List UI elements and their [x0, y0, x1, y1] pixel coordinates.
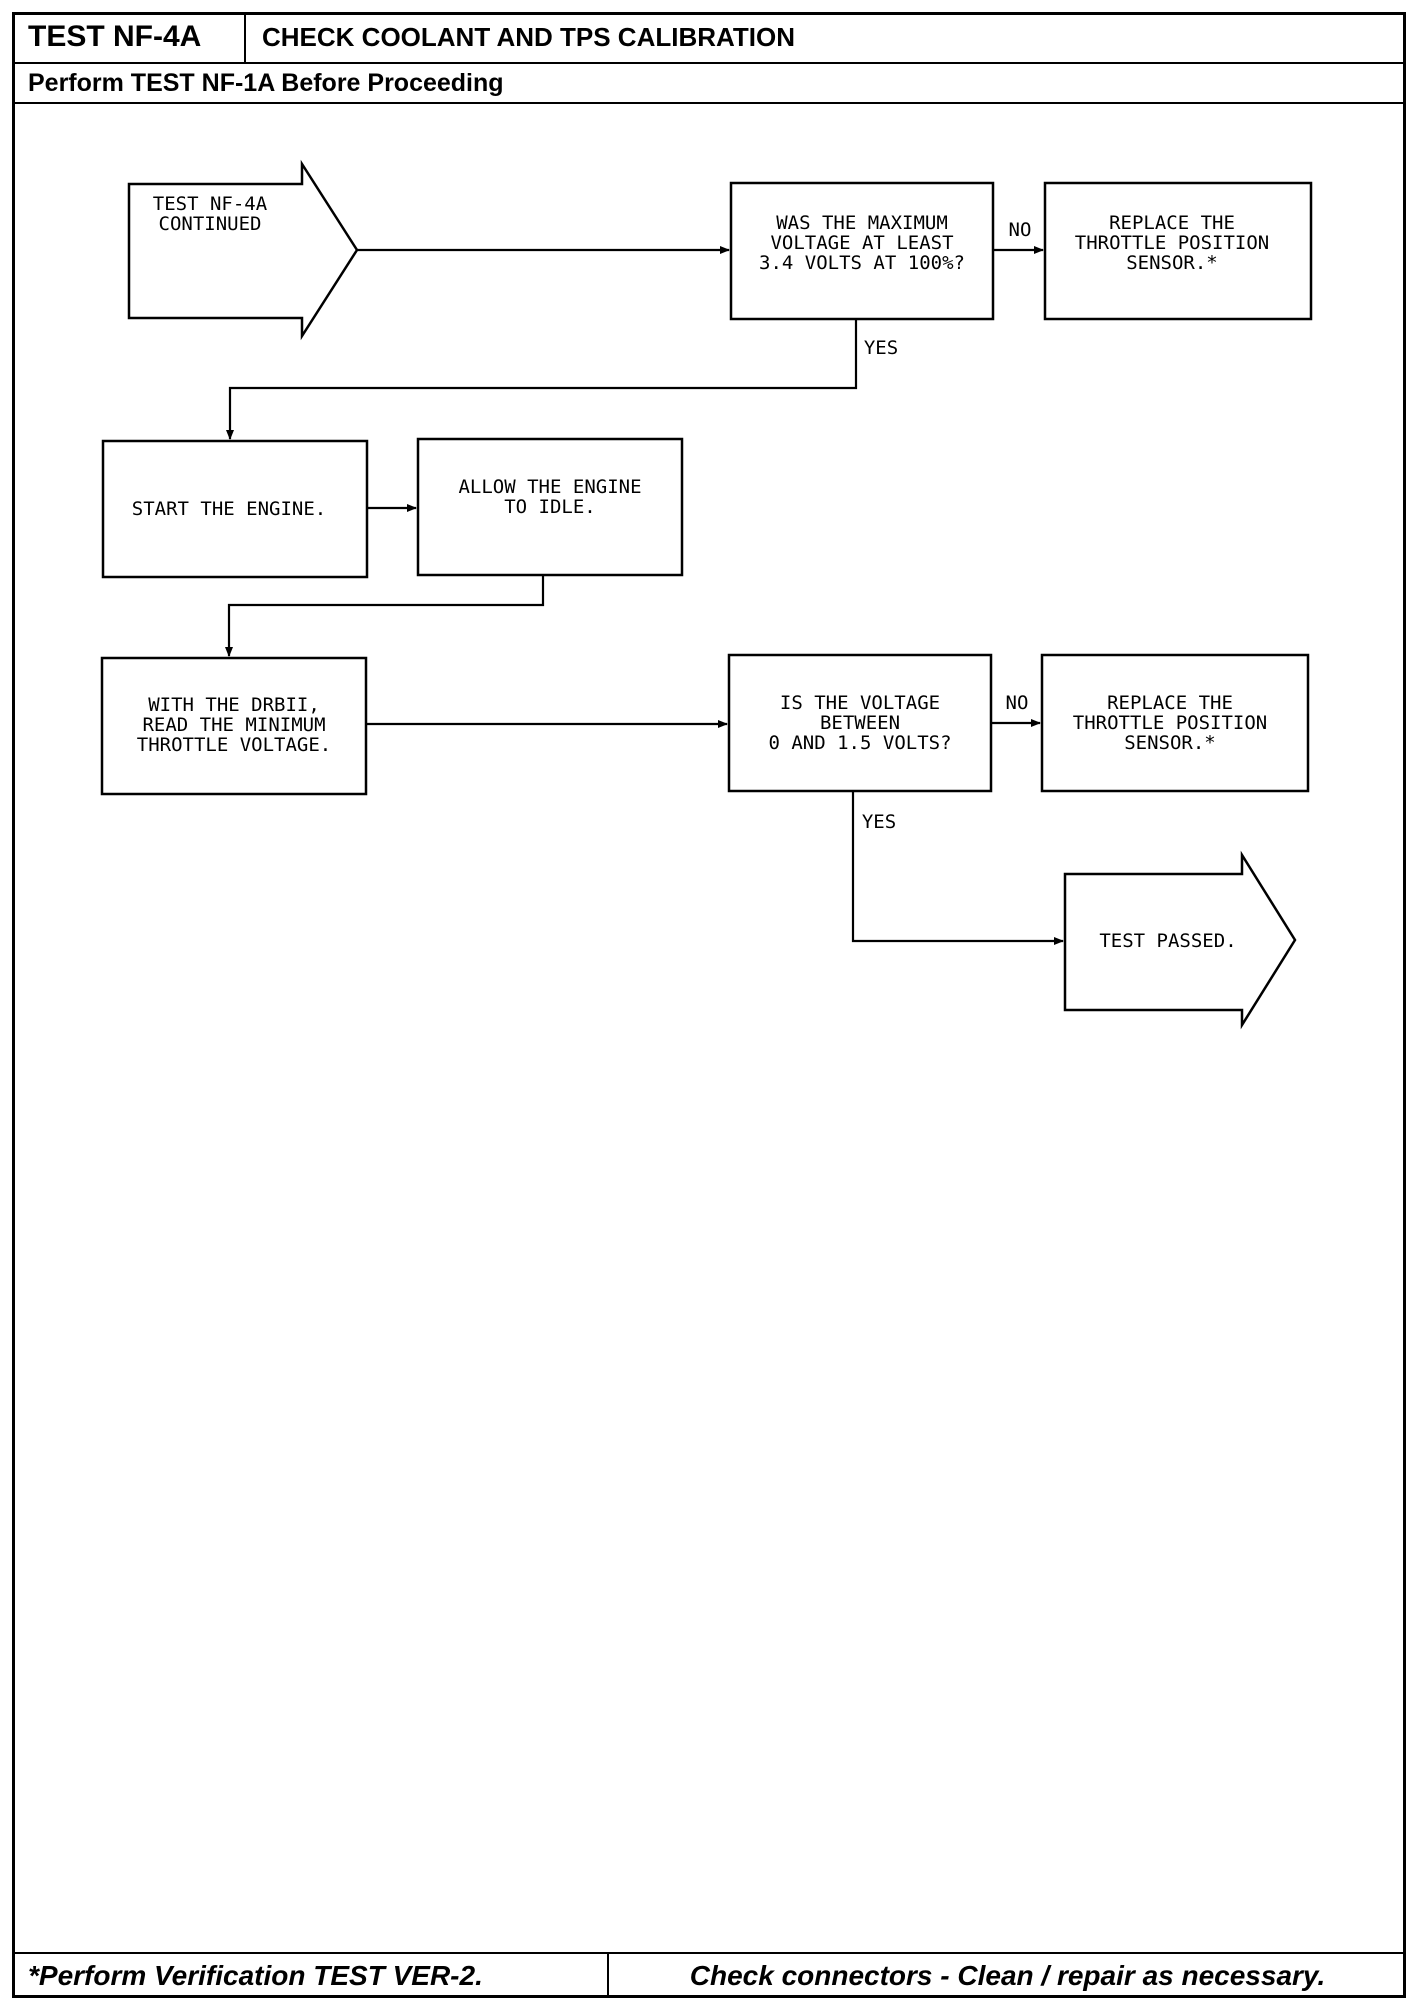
idle-box — [416, 437, 684, 577]
text-line: SENSOR.* — [1124, 732, 1216, 754]
start-engine-box — [101, 439, 369, 579]
page-frame — [12, 12, 1406, 1998]
q1-box — [729, 181, 995, 321]
text-line: THROTTLE POSITION — [1075, 232, 1269, 254]
text-line: START THE ENGINE. — [132, 498, 326, 520]
text-line: TEST PASSED. — [1099, 930, 1236, 952]
conn-q1-yes — [226, 319, 858, 440]
text-line: TEST NF-4A — [153, 193, 268, 215]
text-line: BETWEEN — [820, 712, 900, 734]
q1-replace-box — [1043, 181, 1313, 321]
text-line: IS THE VOLTAGE — [780, 692, 940, 714]
q2-no-label: NO — [1006, 692, 1029, 714]
text-line: VOLTAGE AT LEAST — [770, 232, 953, 254]
end-arrow-shape — [1063, 850, 1297, 1030]
text-line: WITH THE DRBII, — [148, 694, 320, 716]
end-arrow-label: TEST PASSED. — [1099, 930, 1236, 952]
conn-idle-read — [225, 575, 545, 657]
text-line: THROTTLE VOLTAGE. — [137, 734, 331, 756]
text-line: 3.4 VOLTS AT 100%? — [759, 252, 965, 274]
footer-verification-note: *Perform Verification TEST VER-2. — [12, 1954, 609, 1998]
read-voltage-box — [100, 656, 368, 796]
test-title: CHECK COOLANT AND TPS CALIBRATION — [262, 22, 795, 52]
text-line: REPLACE THE — [1109, 212, 1235, 234]
text-line: SENSOR.* — [1126, 252, 1218, 274]
text-line: TO IDLE. — [504, 496, 596, 518]
q1-no-label: NO — [1009, 219, 1032, 241]
footer-bar: *Perform Verification TEST VER-2. Check … — [12, 1952, 1406, 1998]
text-line: REPLACE THE — [1107, 692, 1233, 714]
text-line: CONTINUED — [159, 213, 262, 235]
header-bar: TEST NF-4A CHECK COOLANT AND TPS CALIBRA… — [12, 12, 1406, 64]
start-arrow-shape — [127, 159, 359, 341]
text-line: READ THE MINIMUM — [142, 714, 325, 736]
conn-q2-yes — [851, 791, 1064, 945]
q1-yes-label: YES — [864, 337, 898, 359]
q2-replace-box — [1040, 653, 1310, 793]
test-id: TEST NF-4A — [12, 12, 246, 62]
start-engine-text: START THE ENGINE. — [132, 498, 326, 520]
text-line: ALLOW THE ENGINE — [458, 476, 641, 498]
text-line: WAS THE MAXIMUM — [776, 212, 948, 234]
footer-connectors-note: Check connectors - Clean / repair as nec… — [689, 1960, 1326, 1991]
q2-yes-label: YES — [862, 811, 896, 833]
prerequisite-note: Perform TEST NF-1A Before Proceeding — [12, 64, 1406, 104]
text-line: THROTTLE POSITION — [1073, 712, 1267, 734]
text-line: 0 AND 1.5 VOLTS? — [768, 732, 951, 754]
